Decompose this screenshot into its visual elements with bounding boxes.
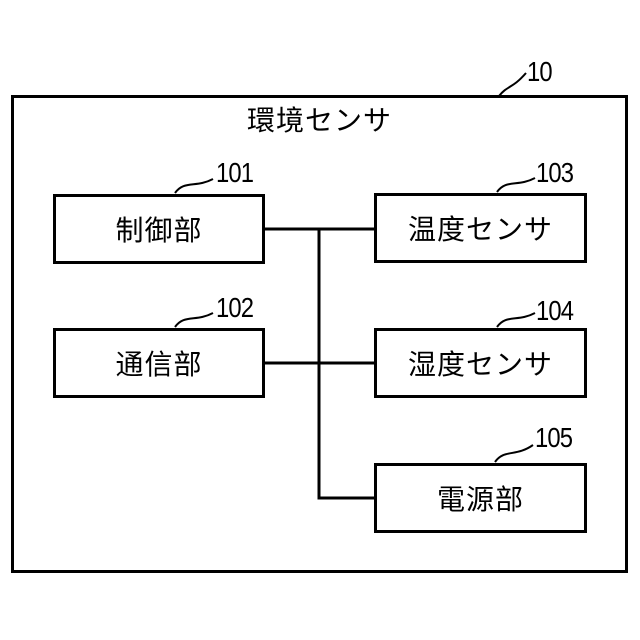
block-communication-unit: 通信部 [53, 328, 265, 398]
block-temperature-sensor: 温度センサ [374, 193, 587, 263]
system-boundary-box [11, 95, 628, 573]
leader-line-105 [494, 444, 534, 463]
leader-line-103 [496, 177, 536, 193]
ref-label-power: 105 [535, 422, 573, 453]
ref-label-humidity-sensor: 104 [536, 295, 574, 326]
block-power-supply-unit-label: 電源部 [436, 484, 524, 515]
leader-line-10 [498, 72, 527, 97]
ref-label-control: 101 [216, 157, 254, 188]
block-humidity-sensor-label: 湿度センサ [407, 349, 553, 380]
ref-label-temperature-sensor: 103 [536, 157, 574, 188]
ref-label-communication: 102 [216, 292, 254, 323]
block-power-supply-unit: 電源部 [374, 463, 587, 533]
block-control-unit: 制御部 [53, 194, 265, 264]
leader-line-104 [496, 312, 536, 328]
block-communication-unit-label: 通信部 [115, 349, 203, 380]
block-control-unit-label: 制御部 [115, 215, 203, 246]
leader-line-102 [174, 312, 214, 328]
ref-label-system: 10 [527, 56, 553, 87]
block-temperature-sensor-label: 温度センサ [407, 214, 553, 245]
block-humidity-sensor: 湿度センサ [374, 328, 587, 398]
connector-trunk-power [317, 229, 376, 500]
leader-line-101 [174, 178, 214, 194]
diagram-title: 環境センサ [246, 105, 392, 136]
